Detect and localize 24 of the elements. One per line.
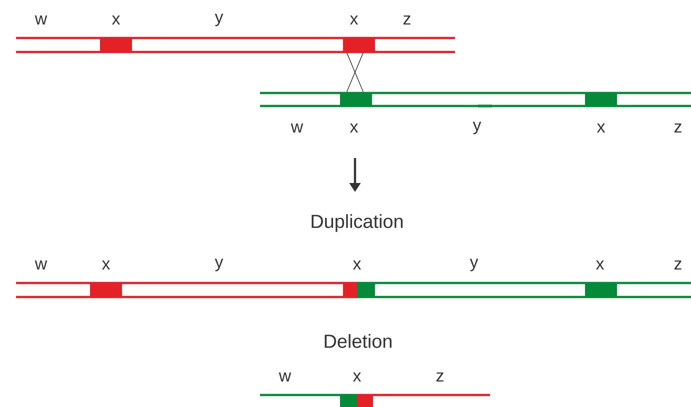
gene-label: y [472,122,482,134]
gene-label: y [214,258,224,272]
gene-label: w [34,16,48,24]
gene-label: x [352,260,362,270]
gene-label: x [102,260,110,270]
gene-label: y [470,258,478,272]
gene-label: x [596,124,606,132]
gene-label: x [596,260,604,270]
gene-label: z [403,16,410,24]
gene-label: x [112,16,120,24]
gene-label: z [436,372,444,382]
gene-label: w [278,372,292,382]
gene-block [343,38,375,52]
crossover-lines [346,52,364,92]
gene-label: x [352,372,362,382]
process-label: Deletion [324,334,392,348]
gene-label: y [214,14,224,26]
gene-label: x [350,124,358,132]
gene-label: w [34,260,48,270]
process-label: Duplication [312,214,403,232]
gene-label: w [290,124,304,132]
gene-label: z [674,124,682,132]
gene-label: z [674,260,682,270]
gene-block [340,92,372,107]
